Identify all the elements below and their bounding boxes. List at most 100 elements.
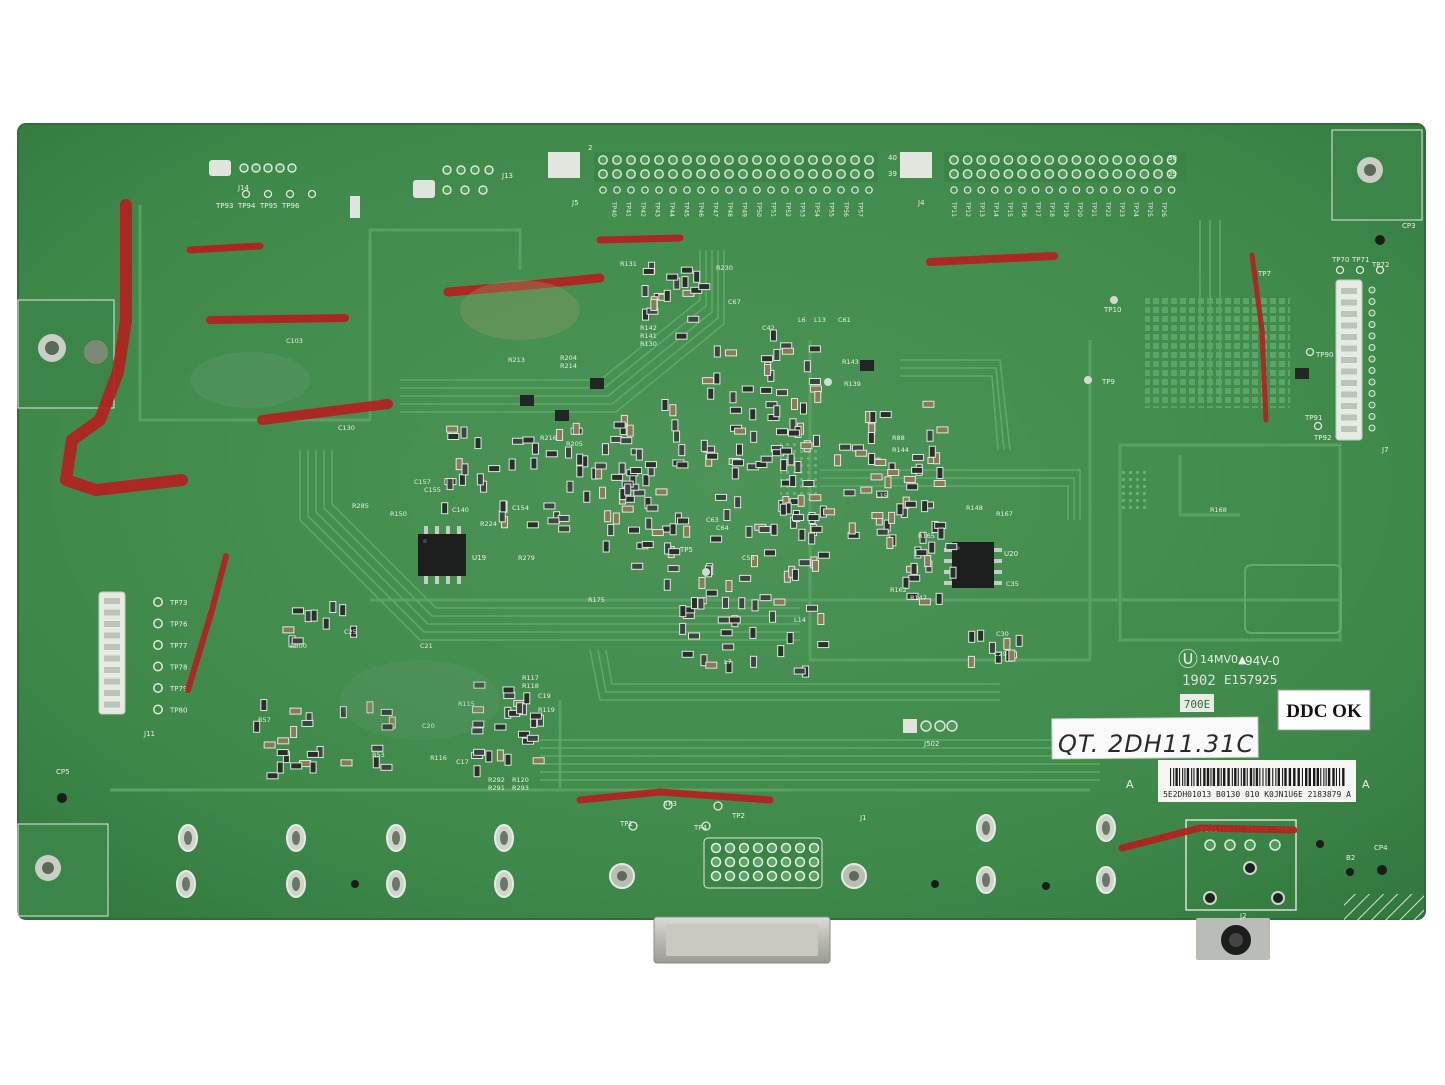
smd-body bbox=[742, 386, 753, 392]
smd-body bbox=[382, 724, 393, 730]
smd-part bbox=[896, 503, 904, 516]
smd-part bbox=[988, 641, 996, 654]
smd-part bbox=[669, 404, 677, 417]
ref-label: C103 bbox=[286, 337, 303, 345]
smd-body bbox=[946, 544, 957, 550]
sot-package bbox=[555, 410, 569, 421]
smd-body bbox=[868, 433, 874, 444]
smd-part bbox=[282, 751, 290, 764]
smd-body bbox=[937, 427, 948, 433]
smd-body bbox=[532, 443, 538, 454]
ref-label: C63 bbox=[706, 516, 719, 524]
dvi-pin bbox=[724, 842, 736, 854]
smd-part bbox=[789, 498, 802, 506]
smd-part bbox=[725, 349, 738, 357]
ref-label: R130 bbox=[640, 340, 657, 348]
smd-body bbox=[622, 506, 633, 512]
smd-part bbox=[761, 355, 774, 363]
test-pad bbox=[1099, 186, 1108, 194]
pin bbox=[1368, 332, 1376, 340]
barcode-bar bbox=[1227, 768, 1230, 786]
smd-body bbox=[341, 760, 352, 766]
smd-body bbox=[474, 749, 485, 755]
barcode-bar bbox=[1339, 768, 1341, 786]
smd-part bbox=[504, 753, 512, 766]
smd-part bbox=[446, 478, 454, 491]
connector-contact bbox=[104, 655, 120, 662]
smd-part bbox=[851, 444, 864, 452]
smd-part bbox=[676, 461, 689, 469]
ddc-sticker-text: DDC OK bbox=[1286, 701, 1362, 722]
smd-part bbox=[977, 629, 985, 642]
smd-body bbox=[781, 343, 792, 349]
smd-part bbox=[755, 461, 768, 469]
smd-part bbox=[372, 756, 380, 769]
smd-body bbox=[577, 454, 583, 465]
smd-part bbox=[912, 453, 925, 461]
smd-body bbox=[803, 480, 814, 486]
header-pin bbox=[1071, 155, 1082, 165]
test-pad bbox=[865, 186, 873, 194]
test-pad bbox=[241, 189, 251, 199]
smd-body bbox=[372, 745, 383, 751]
smd-part bbox=[758, 526, 771, 534]
header-pin bbox=[1166, 169, 1177, 179]
smd-body bbox=[517, 703, 523, 714]
smd-body bbox=[732, 468, 738, 479]
barcode-bar bbox=[1342, 768, 1345, 786]
header-pin bbox=[1166, 155, 1177, 165]
smd-body bbox=[277, 750, 288, 756]
test-pad bbox=[153, 597, 163, 607]
smd-body bbox=[548, 518, 559, 524]
smd-body bbox=[756, 462, 767, 468]
smd-body bbox=[691, 287, 702, 293]
barcode-bar bbox=[1282, 768, 1284, 786]
smd-part bbox=[800, 402, 808, 415]
header-pin bbox=[738, 155, 748, 165]
smd-part bbox=[381, 723, 394, 731]
smd-body bbox=[919, 599, 930, 605]
smd-body bbox=[774, 406, 780, 417]
smd-part bbox=[782, 495, 790, 508]
smd-part bbox=[557, 514, 570, 522]
header-pin bbox=[696, 155, 706, 165]
smd-body bbox=[913, 454, 924, 460]
smd-body bbox=[884, 520, 890, 531]
smd-body bbox=[747, 464, 758, 470]
barcode-bar bbox=[1335, 768, 1337, 786]
tp-label: TP16 bbox=[1020, 201, 1027, 217]
through-hole-drill bbox=[1102, 873, 1110, 887]
smd-part bbox=[798, 528, 806, 541]
smd-part bbox=[553, 511, 561, 524]
test-pad bbox=[950, 186, 958, 194]
smd-body bbox=[937, 467, 943, 478]
corner-a-left: A bbox=[1126, 778, 1134, 791]
smd-part bbox=[679, 622, 687, 635]
smd-part bbox=[843, 489, 856, 497]
header-pin bbox=[1153, 155, 1163, 165]
smd-body bbox=[761, 456, 772, 462]
smd-part bbox=[698, 283, 711, 291]
barcode-bar bbox=[1323, 768, 1325, 786]
test-pad bbox=[990, 186, 999, 194]
smd-body bbox=[612, 474, 623, 480]
smd-body bbox=[557, 429, 563, 440]
ref-label: R118 bbox=[522, 682, 539, 690]
test-pad bbox=[1031, 186, 1040, 194]
smd-body bbox=[293, 608, 304, 614]
smd-body bbox=[373, 757, 379, 768]
smd-part bbox=[922, 400, 935, 408]
test-pad bbox=[739, 186, 747, 194]
smd-body bbox=[688, 316, 699, 322]
smd-part bbox=[791, 398, 799, 411]
smd-body bbox=[934, 480, 945, 486]
smd-part bbox=[678, 444, 686, 457]
smd-body bbox=[602, 444, 608, 455]
smd-part bbox=[277, 737, 290, 745]
smd-part bbox=[480, 480, 488, 493]
smd-part bbox=[847, 531, 860, 539]
smd-part bbox=[767, 414, 780, 422]
corner-a-right: A bbox=[1362, 778, 1370, 791]
connector-contact bbox=[1341, 288, 1357, 294]
dvi-pin bbox=[738, 856, 750, 868]
